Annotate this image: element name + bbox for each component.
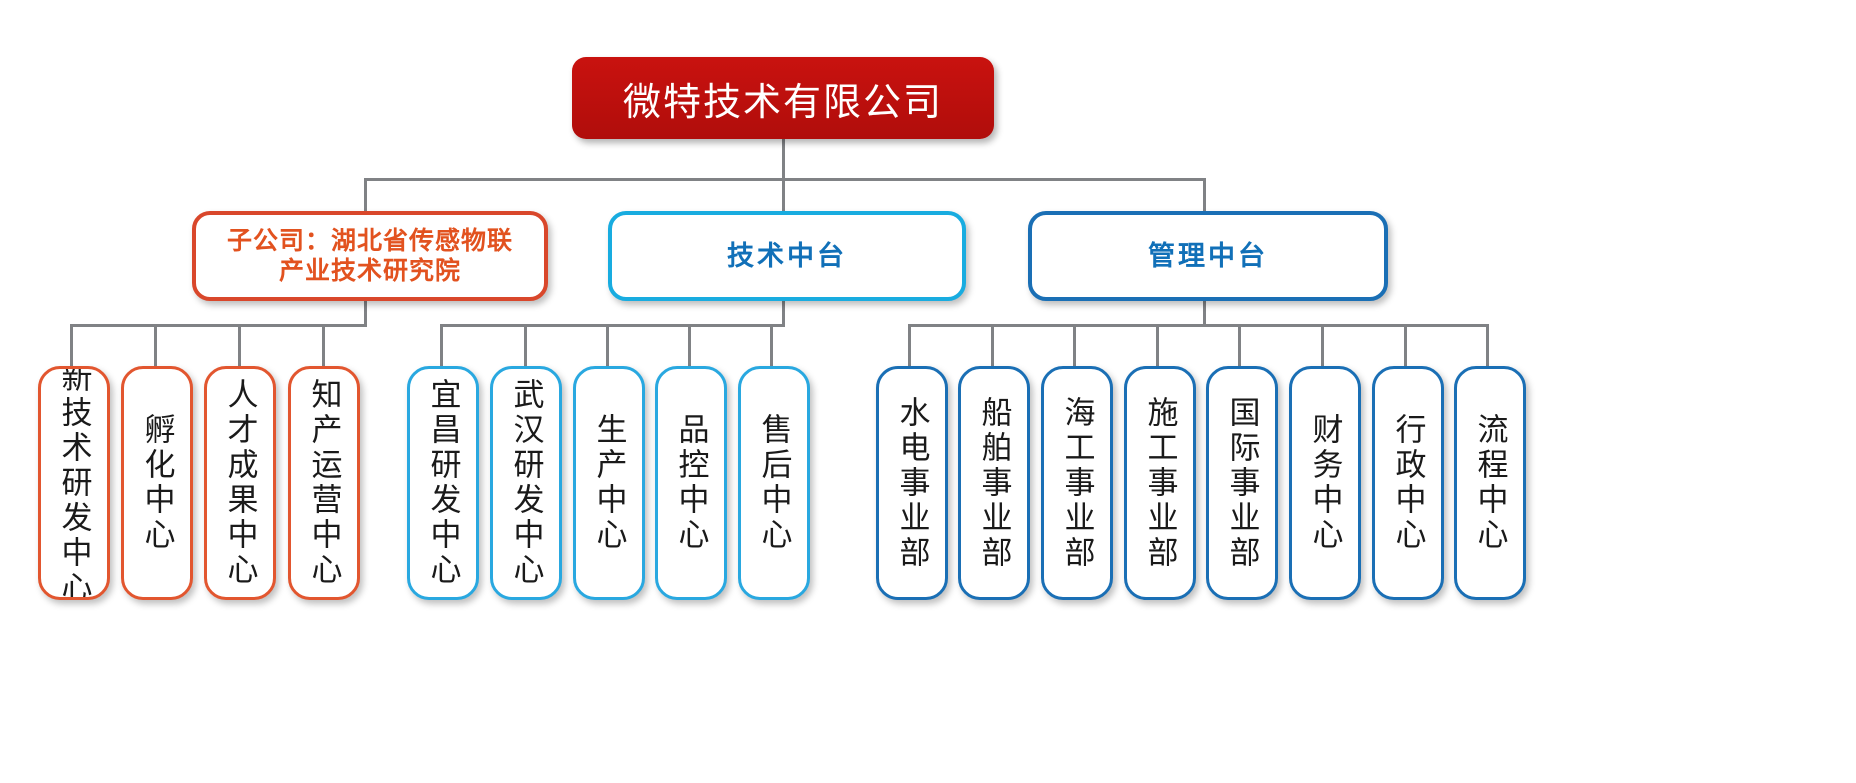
connector-mgmt-child-7: [1404, 324, 1407, 366]
node-tech-platform-label: 技术中台: [727, 240, 847, 271]
leaf-node-label: 海工事业部: [1059, 395, 1095, 571]
leaf-node-label: 行政中心: [1390, 413, 1426, 553]
connector-mgmt-child-3: [1073, 324, 1076, 366]
connector-mgmt-child-4: [1156, 324, 1159, 366]
connector-mgmt-bus: [908, 324, 1488, 327]
leaf-node[interactable]: 船舶事业部: [958, 366, 1030, 600]
connector-subsidiary-child-2: [154, 324, 157, 366]
leaf-node[interactable]: 宜昌研发中心: [407, 366, 479, 600]
leaf-node-label: 水电事业部: [894, 395, 930, 571]
connector-to-subsidiary: [364, 178, 367, 211]
leaf-node[interactable]: 新技术研发中心: [38, 366, 110, 600]
leaf-node[interactable]: 孵化中心: [121, 366, 193, 600]
leaf-node-label: 船舶事业部: [976, 395, 1012, 571]
connector-subsidiary-child-1: [70, 324, 73, 366]
leaf-node[interactable]: 武汉研发中心: [490, 366, 562, 600]
node-subsidiary[interactable]: 子公司：湖北省传感物联 产业技术研究院: [192, 211, 548, 301]
leaf-node[interactable]: 海工事业部: [1041, 366, 1113, 600]
leaf-node[interactable]: 水电事业部: [876, 366, 948, 600]
leaf-node[interactable]: 行政中心: [1372, 366, 1444, 600]
connector-to-tech: [782, 178, 785, 211]
leaf-node[interactable]: 财务中心: [1289, 366, 1361, 600]
leaf-node-label: 孵化中心: [139, 413, 175, 553]
node-subsidiary-label-line2: 产业技术研究院: [278, 257, 461, 285]
node-tech-platform[interactable]: 技术中台: [608, 211, 966, 301]
connector-root-stem: [782, 138, 785, 180]
node-root-company-label: 微特技术有限公司: [622, 81, 943, 124]
connector-tech-child-1: [440, 324, 443, 366]
leaf-node[interactable]: 人才成果中心: [204, 366, 276, 600]
leaf-node-label: 售后中心: [756, 413, 792, 553]
connector-tech-child-2: [524, 324, 527, 366]
connector-subsidiary-child-3: [238, 324, 241, 366]
connector-tech-stem: [782, 293, 785, 326]
node-management-platform-label: 管理中台: [1148, 240, 1268, 271]
node-subsidiary-label-line1: 子公司：湖北省传感物联: [226, 226, 513, 255]
leaf-node-label: 财务中心: [1307, 413, 1343, 553]
leaf-node-label: 宜昌研发中心: [425, 378, 461, 588]
connector-level2-bus: [364, 178, 1206, 181]
connector-tech-child-4: [688, 324, 691, 366]
leaf-node[interactable]: 品控中心: [655, 366, 727, 600]
leaf-node-label: 武汉研发中心: [508, 378, 544, 588]
leaf-node-label: 生产中心: [591, 413, 627, 553]
connector-to-mgmt: [1203, 178, 1206, 211]
node-management-platform[interactable]: 管理中台: [1028, 211, 1388, 301]
connector-mgmt-stem: [1203, 293, 1206, 326]
connector-tech-bus: [440, 324, 785, 327]
leaf-node-label: 知产运营中心: [306, 378, 342, 588]
connector-mgmt-child-1: [908, 324, 911, 366]
connector-subsidiary-stem: [364, 293, 367, 326]
leaf-node[interactable]: 流程中心: [1454, 366, 1526, 600]
leaf-node[interactable]: 生产中心: [573, 366, 645, 600]
leaf-node-label: 施工事业部: [1142, 395, 1178, 571]
connector-subsidiary-child-4: [322, 324, 325, 366]
leaf-node-label: 流程中心: [1472, 413, 1508, 553]
connector-mgmt-child-5: [1238, 324, 1241, 366]
connector-subsidiary-bus: [70, 324, 367, 327]
leaf-node[interactable]: 售后中心: [738, 366, 810, 600]
leaf-node-label: 国际事业部: [1224, 395, 1260, 571]
leaf-node[interactable]: 知产运营中心: [288, 366, 360, 600]
connector-tech-child-5: [770, 324, 773, 366]
leaf-node-label: 品控中心: [673, 413, 709, 553]
connector-tech-child-3: [606, 324, 609, 366]
connector-mgmt-child-8: [1486, 324, 1489, 366]
node-root-company[interactable]: 微特技术有限公司: [572, 57, 994, 139]
connector-mgmt-child-2: [991, 324, 994, 366]
leaf-node-label: 新技术研发中心: [56, 366, 92, 600]
leaf-node-label: 人才成果中心: [222, 378, 258, 588]
leaf-node[interactable]: 国际事业部: [1206, 366, 1278, 600]
leaf-node[interactable]: 施工事业部: [1124, 366, 1196, 600]
connector-mgmt-child-6: [1321, 324, 1324, 366]
